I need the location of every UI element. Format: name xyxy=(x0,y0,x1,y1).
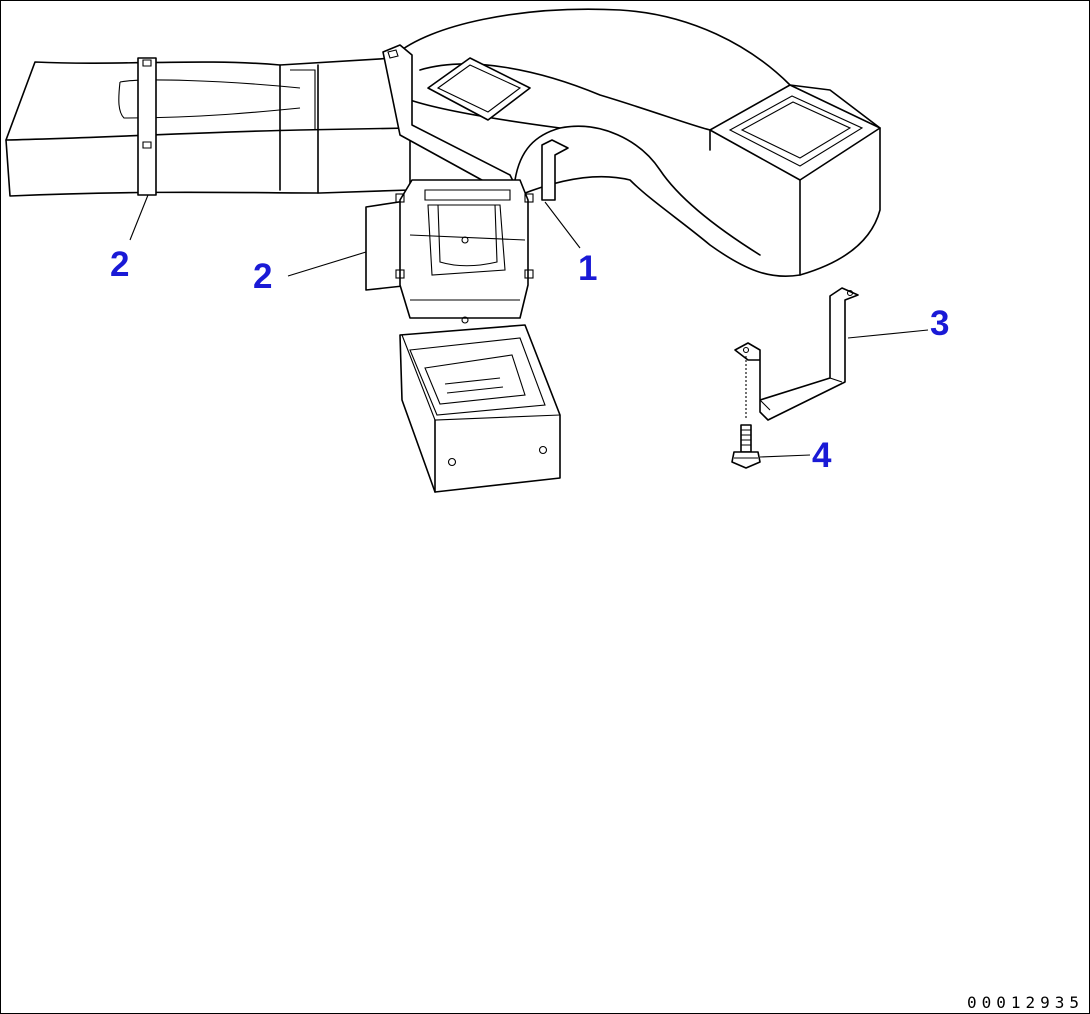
part-4-bolt xyxy=(731,356,761,469)
callout-4: 4 xyxy=(812,436,832,475)
part-3-bracket xyxy=(734,287,859,421)
lower-box xyxy=(399,324,561,493)
duct-bracket xyxy=(382,44,569,201)
leader-lines xyxy=(129,194,929,458)
document-number: 00012935 xyxy=(966,993,1084,1012)
left-duct xyxy=(5,57,411,197)
center-clamp-assembly xyxy=(365,179,534,324)
callout-2-center: 2 xyxy=(253,257,272,296)
callout-2-left: 2 xyxy=(110,245,129,284)
callout-3: 3 xyxy=(930,304,949,343)
callout-1: 1 xyxy=(578,249,597,288)
main-duct xyxy=(394,8,881,278)
